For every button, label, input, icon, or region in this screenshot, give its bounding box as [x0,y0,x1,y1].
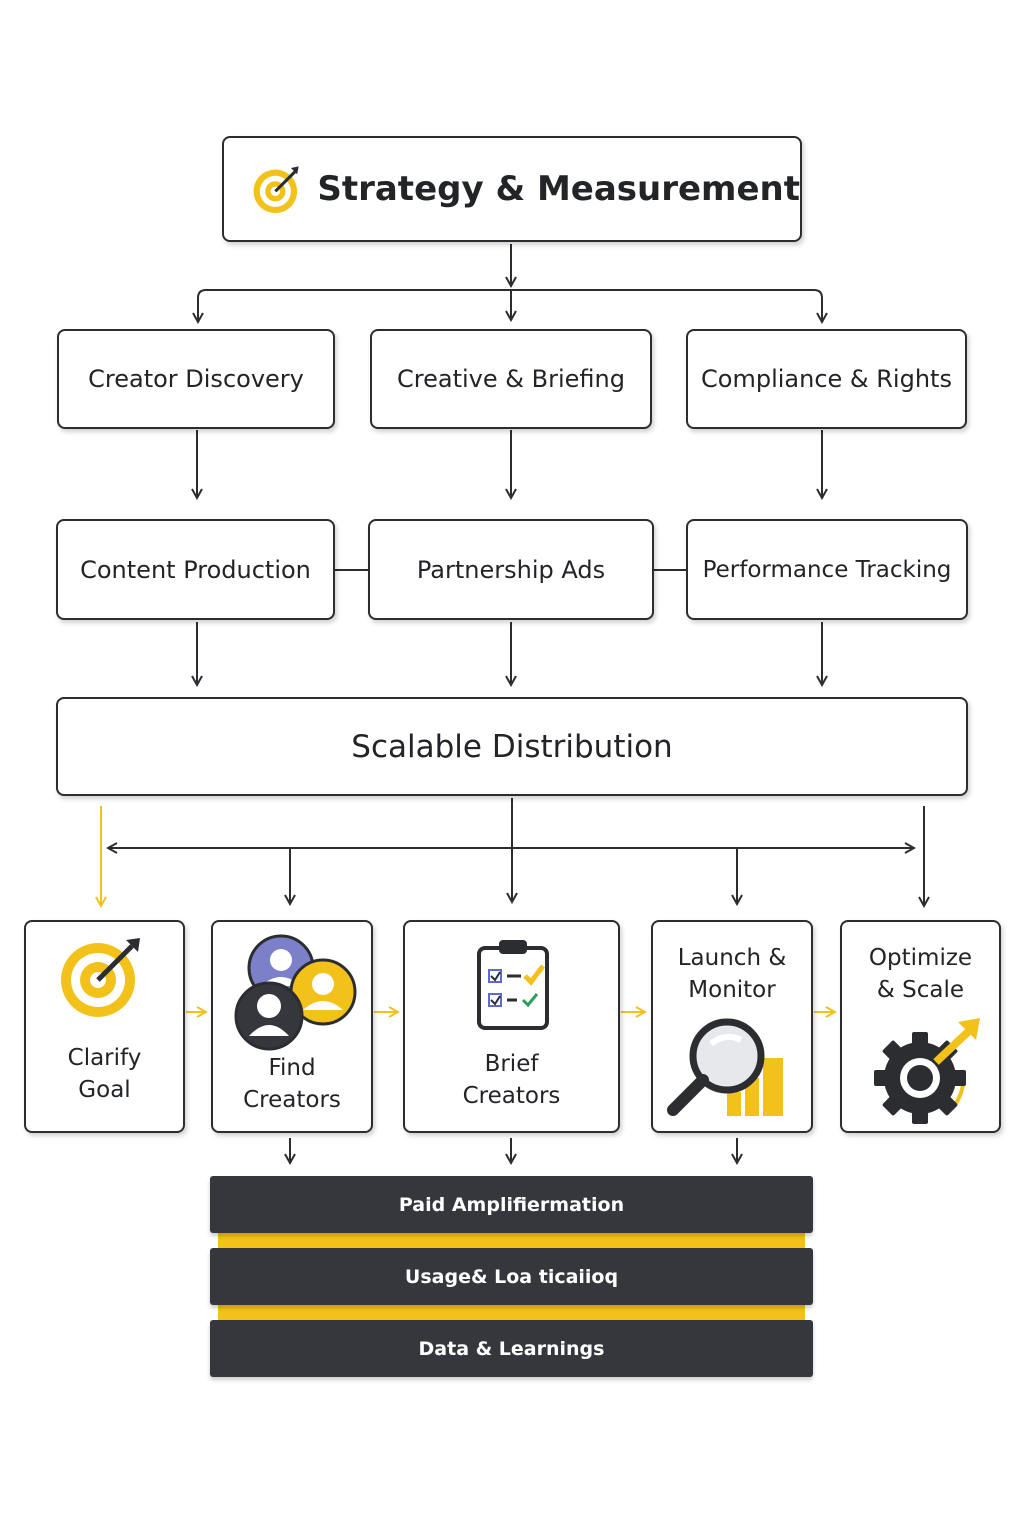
step-clarify-goal: Clarify Goal [24,920,185,1133]
gear-arrow-icon [874,1018,980,1124]
target-icon [253,166,299,214]
pillar-label: Creator Discovery [88,365,304,393]
pillar-label: Compliance & Rights [701,365,952,393]
step-label: Find Creators [243,1055,341,1113]
step-label: Clarify Goal [67,1045,142,1103]
hub-label: Scalable Distribution [351,728,673,765]
title-label: Strategy & Measurement [317,169,800,209]
step-find-creators: Find Creators [211,920,373,1133]
creative-briefing-node: Creative & Briefing [370,329,652,429]
layer-label: Data & Learnings [418,1337,605,1360]
module-label: Performance Tracking [702,556,952,583]
module-label: Content Production [80,555,311,584]
layer-paid-amplification: Paid Amplifiermation [210,1176,813,1233]
step-brief-creators: Brief Creators [403,920,620,1133]
step-label: Launch & Monitor [677,945,787,1003]
layer-data-learnings: Data & Learnings [210,1320,813,1377]
step-label: Optimize & Scale [868,945,973,1003]
people-icon [234,934,357,1051]
magnifier-chart-icon [667,1018,783,1116]
target-icon [61,938,140,1017]
module-label: Partnership Ads [416,555,606,584]
layer-label: Paid Amplifiermation [398,1193,625,1216]
layer-label: Usage& Loa ticaiioq [404,1265,619,1288]
layer-usage-localization: Usage& Loa ticaiioq [210,1248,813,1305]
compliance-rights-node: Compliance & Rights [686,329,967,429]
scalable-distribution-node: Scalable Distribution [56,697,968,796]
pillar-label: Creative & Briefing [397,365,625,393]
step-launch-monitor: Launch & Monitor [651,920,813,1133]
layer-divider [218,1232,805,1250]
performance-tracking-node: Performance Tracking [686,519,968,620]
content-production-node: Content Production [56,519,335,620]
step-label: Brief Creators [462,1051,561,1109]
clipboard-checklist-icon [477,940,549,1030]
layer-divider [218,1304,805,1322]
creator-discovery-node: Creator Discovery [57,329,335,429]
step-optimize-scale: Optimize & Scale [840,920,1001,1133]
strategy-measurement-node: Strategy & Measurement [222,136,802,242]
partnership-ads-node: Partnership Ads [368,519,654,620]
